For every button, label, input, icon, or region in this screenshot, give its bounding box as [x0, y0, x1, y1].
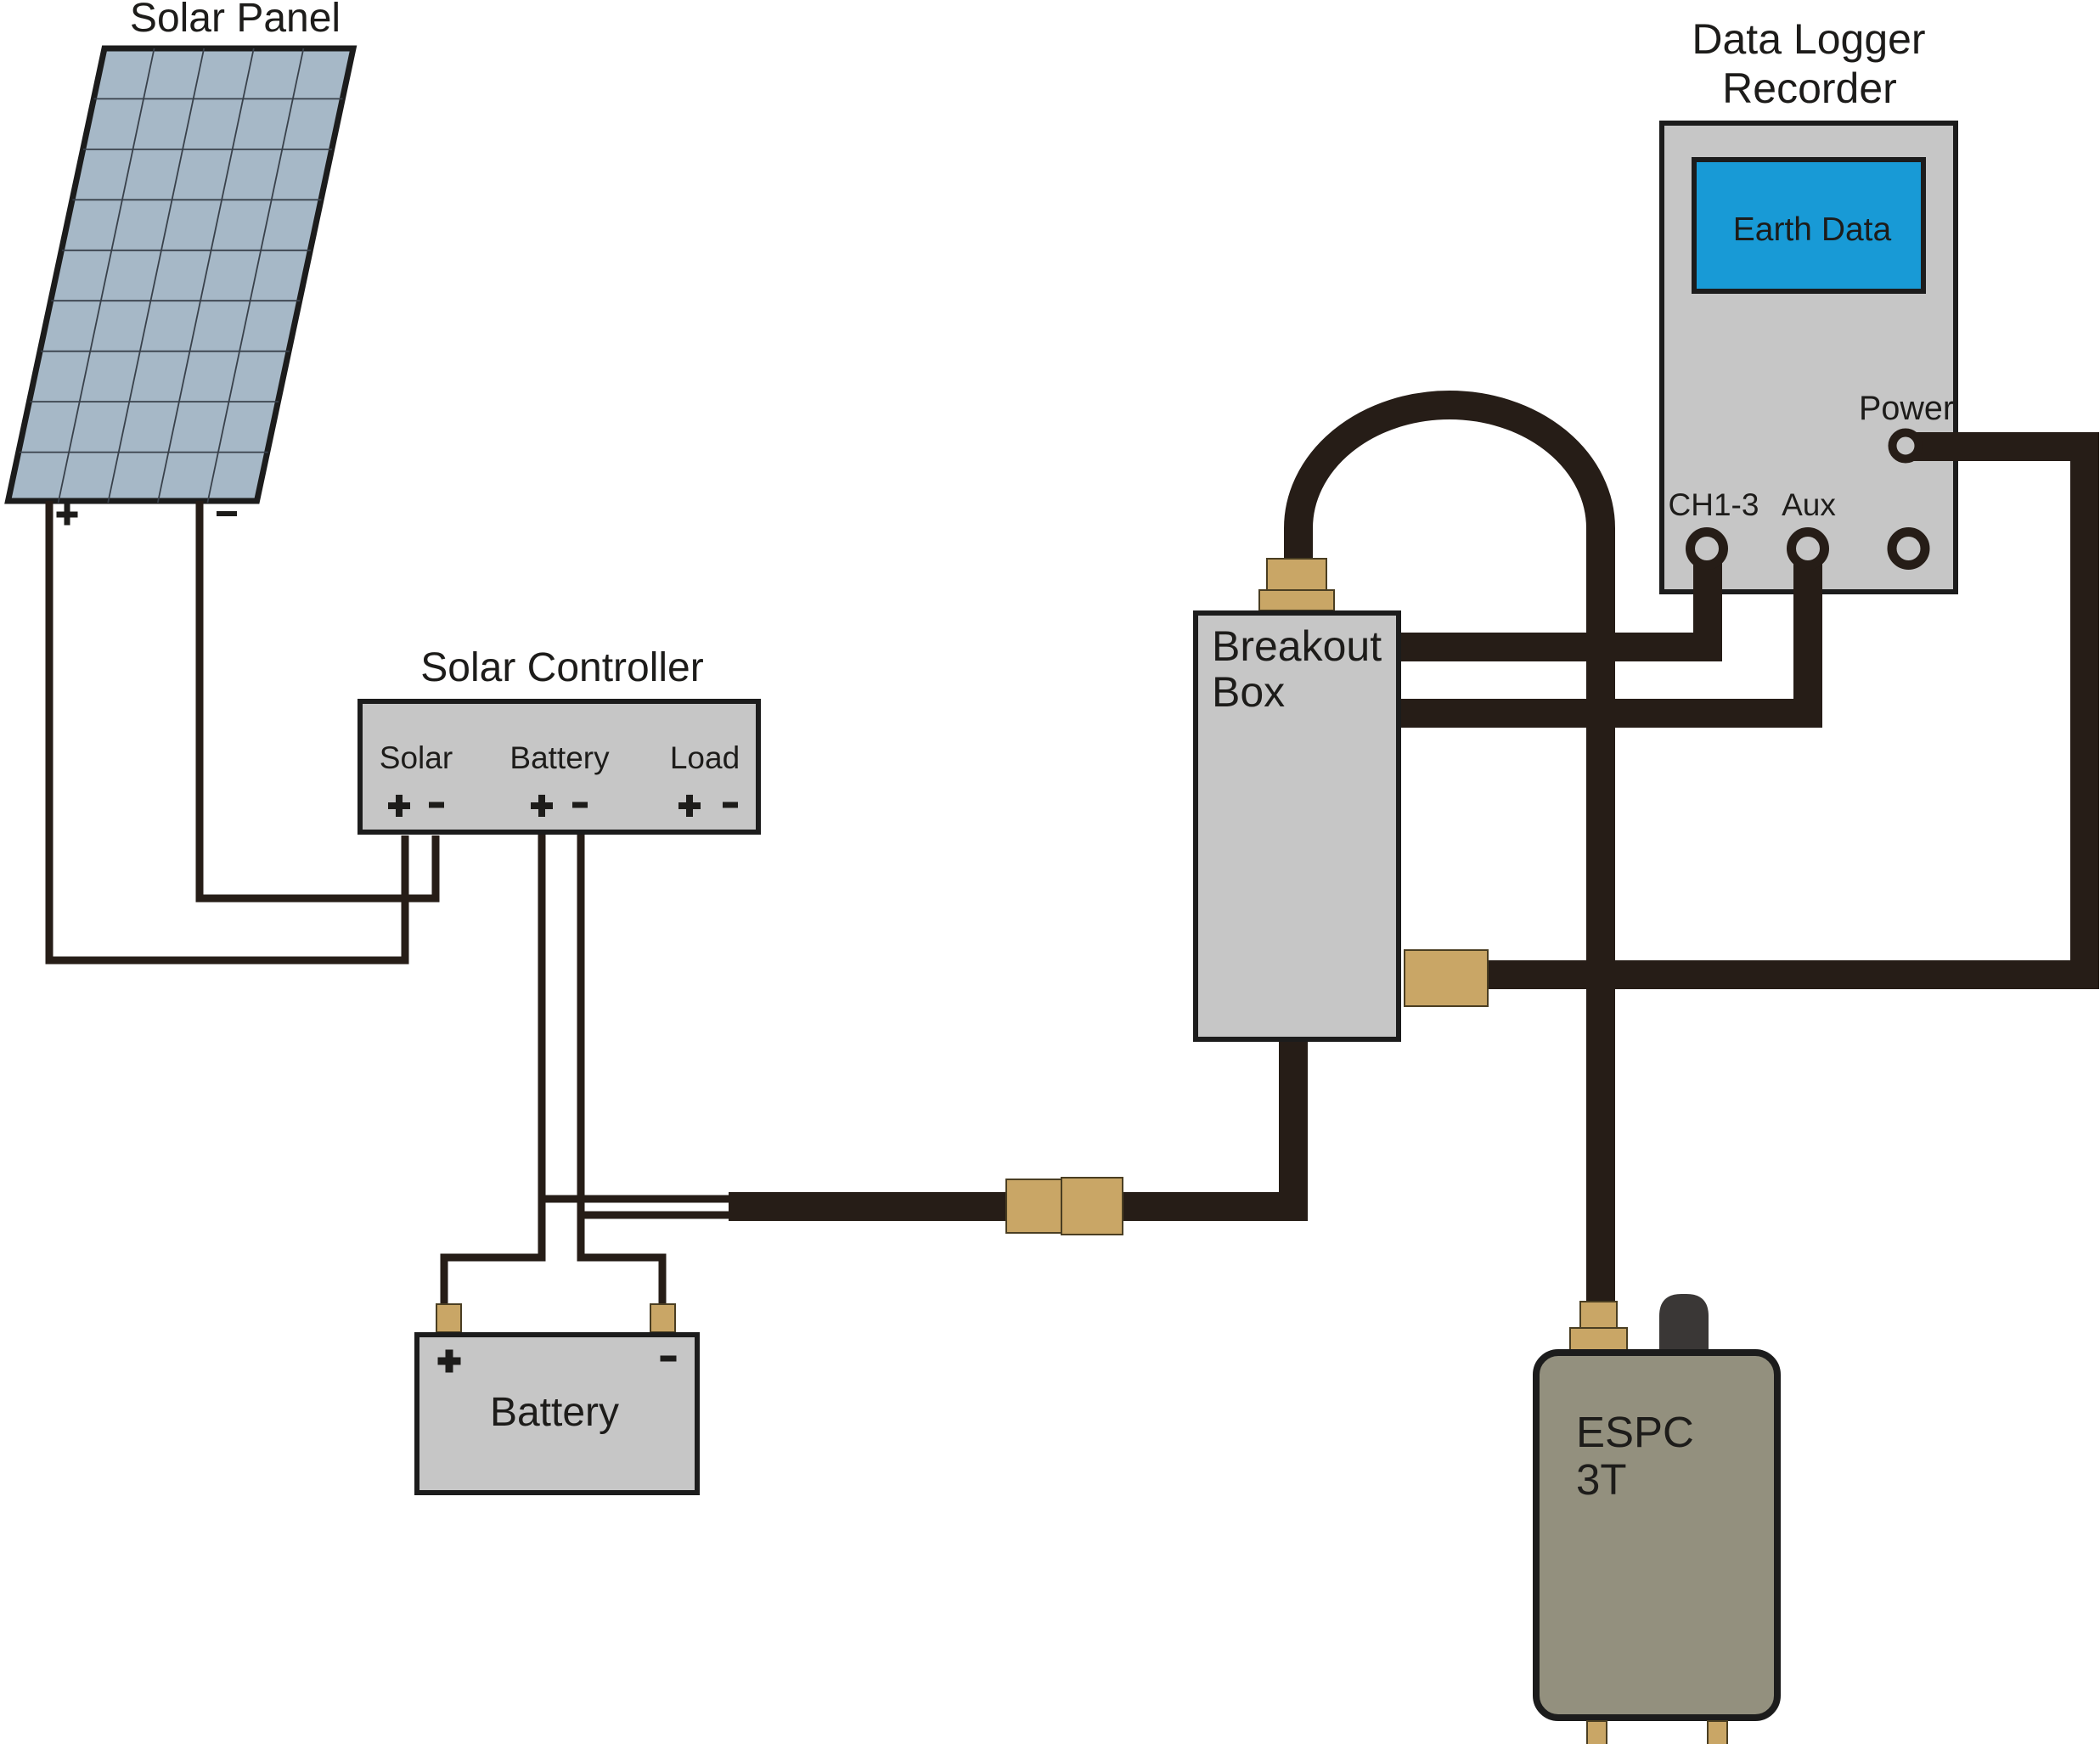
svg-text:Solar Panel: Solar Panel — [130, 0, 341, 41]
svg-text:Earth Data: Earth Data — [1733, 211, 1892, 248]
svg-text:CH1-3: CH1-3 — [1669, 487, 1759, 522]
svg-text:Power: Power — [1859, 390, 1954, 427]
svg-text:Solar Controller: Solar Controller — [420, 645, 703, 690]
svg-text:Load: Load — [670, 740, 740, 775]
svg-text:Box: Box — [1212, 668, 1285, 716]
svg-text:Data Logger: Data Logger — [1692, 15, 1925, 63]
svg-text:Breakout: Breakout — [1212, 622, 1382, 670]
svg-text:Battery: Battery — [510, 740, 610, 775]
svg-text:3T: 3T — [1576, 1455, 1627, 1504]
svg-text:ESPC: ESPC — [1576, 1408, 1694, 1456]
svg-text:Battery: Battery — [490, 1390, 619, 1435]
svg-text:Aux: Aux — [1782, 487, 1836, 522]
svg-text:Recorder: Recorder — [1722, 65, 1897, 112]
svg-text:Solar: Solar — [380, 740, 453, 775]
